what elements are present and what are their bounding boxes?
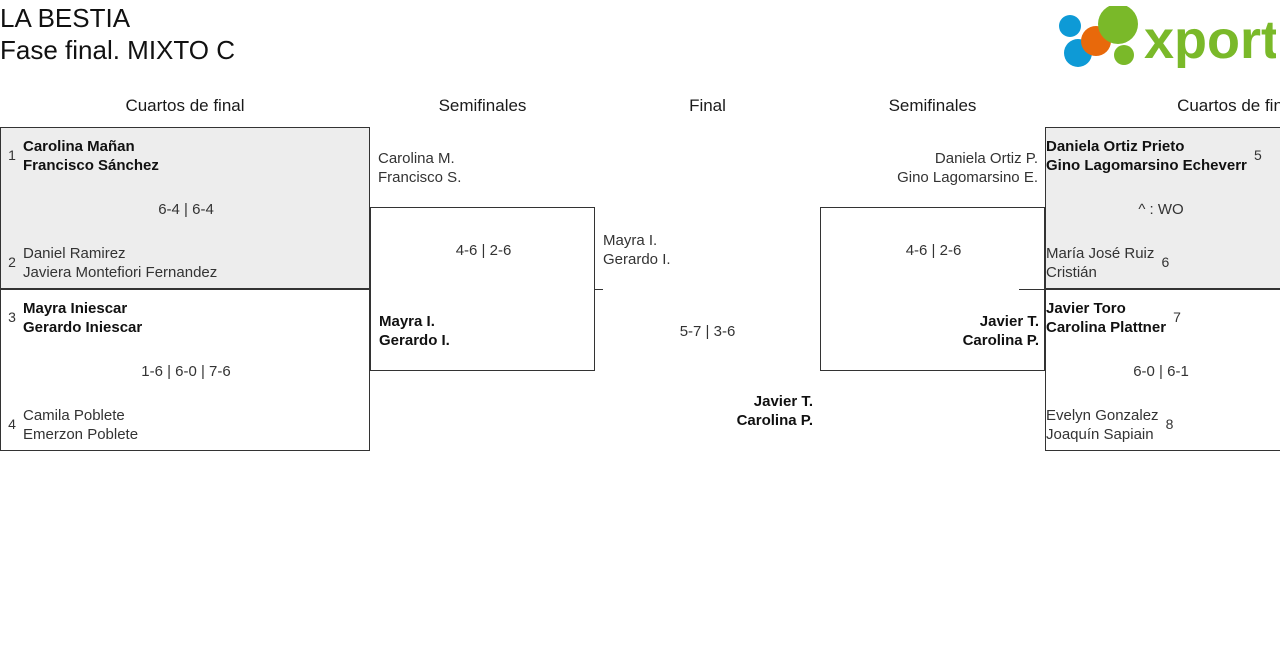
match-score: 6-4 | 6-4: [158, 201, 214, 218]
player-name: Emerzon Poblete: [23, 426, 139, 443]
match-box-qf-right-2[interactable]: 7 Javier Toro Carolina Plattner 6-0 | 6-…: [1045, 289, 1280, 451]
player-name: Gerardo Iniescar: [23, 319, 143, 336]
team-row[interactable]: 4 Camila Poblete Emerzon Poblete: [1, 406, 138, 444]
seed-number: 8: [1165, 416, 1174, 432]
match-score: 4-6 | 2-6: [905, 242, 962, 259]
player-name: Daniel Ramirez: [23, 245, 126, 262]
player-name: Carolina Plattner: [1046, 319, 1167, 336]
final-top-team-label: Mayra I. Gerardo I.: [603, 231, 671, 269]
match-score: 1-6 | 6-0 | 7-6: [141, 363, 231, 380]
seed-number: 1: [8, 147, 16, 163]
sf-left-top-team-label: Carolina M. Francisco S.: [378, 149, 461, 187]
team-names: Carolina Mañan Francisco Sánchez: [23, 137, 159, 175]
team-names: Daniela Ortiz Prieto Gino Lagomarsino Ec…: [1046, 137, 1247, 175]
team-names: Daniel Ramirez Javiera Montefiori Fernan…: [23, 244, 217, 282]
team-names: Mayra Iniescar Gerardo Iniescar: [23, 299, 142, 337]
player-name: Daniela Ortiz P.: [934, 150, 1038, 167]
round-header-quarterfinals-right: Cuartos de fin: [1177, 96, 1280, 115]
team-row[interactable]: 5 Daniela Ortiz Prieto Gino Lagomarsino …: [1046, 137, 1269, 175]
team-row[interactable]: 7 Javier Toro Carolina Plattner: [1046, 299, 1188, 337]
seed-number: 6: [1161, 254, 1170, 270]
tournament-name: LA BESTIA: [0, 3, 131, 33]
match-box-sf-left[interactable]: 4-6 | 2-6 Mayra I. Gerardo I.: [370, 207, 595, 371]
player-name: Carolina Mañan: [23, 138, 135, 155]
player-name: Joaquín Sapiain: [1046, 426, 1154, 443]
round-header-final: Final: [689, 96, 726, 115]
sf-left-bottom-team-label: Mayra I. Gerardo I.: [379, 312, 450, 350]
champion-label: Javier T. Carolina P.: [600, 392, 813, 430]
player-name: Carolina P.: [736, 412, 813, 429]
seed-number: 3: [8, 309, 16, 325]
team-row[interactable]: 8 Evelyn Gonzalez Joaquín Sapiain: [1046, 406, 1181, 444]
team-names: María José Ruiz Cristián: [1046, 244, 1154, 282]
sf-right-bottom-team-label: Javier T. Carolina P.: [821, 312, 1039, 350]
bracket-connector: [1019, 289, 1045, 290]
player-name: Camila Poblete: [23, 407, 125, 424]
player-name: Javier T.: [979, 313, 1039, 330]
logo-dots-icon: [1059, 6, 1138, 67]
sf-right-top-team-label: Daniela Ortiz P. Gino Lagomarsino E.: [820, 149, 1038, 187]
player-name: María José Ruiz: [1046, 245, 1155, 262]
player-name: Javier T.: [753, 393, 813, 410]
round-header-quarterfinals-left: Cuartos de final: [125, 96, 245, 115]
match-box-sf-right[interactable]: 4-6 | 2-6 Javier T. Carolina P.: [820, 207, 1045, 371]
player-name: Mayra I.: [379, 313, 435, 330]
match-box-qf-left-2[interactable]: 3 Mayra Iniescar Gerardo Iniescar 1-6 | …: [0, 289, 370, 451]
seed-number: 4: [8, 416, 16, 432]
player-name: Mayra Iniescar: [23, 300, 128, 317]
team-row[interactable]: 1 Carolina Mañan Francisco Sánchez: [1, 137, 159, 175]
match-box-qf-right-1[interactable]: 5 Daniela Ortiz Prieto Gino Lagomarsino …: [1045, 127, 1280, 289]
player-name: Mayra I.: [603, 232, 658, 249]
xporty-logo[interactable]: xporty: [1048, 6, 1276, 68]
player-name: Gerardo I.: [603, 251, 671, 268]
team-row[interactable]: 3 Mayra Iniescar Gerardo Iniescar: [1, 299, 142, 337]
seed-number: 2: [8, 254, 16, 270]
player-name: Francisco S.: [378, 169, 462, 186]
logo-wordmark: xporty: [1144, 10, 1276, 68]
player-name: Javier Toro: [1046, 300, 1126, 317]
match-score: 6-0 | 6-1: [1133, 363, 1189, 380]
seed-number: 5: [1253, 147, 1262, 163]
seed-number: 7: [1173, 309, 1181, 325]
team-names: Evelyn Gonzalez Joaquín Sapiain: [1046, 406, 1159, 444]
match-box-qf-left-1[interactable]: 1 Carolina Mañan Francisco Sánchez 6-4 |…: [0, 127, 370, 289]
round-header-semifinals-right: Semifinales: [888, 96, 977, 115]
bracket-connector: [595, 289, 603, 290]
match-score: 4-6 | 2-6: [455, 242, 512, 259]
tournament-phase: Fase final. MIXTO C: [0, 35, 236, 65]
player-name: Daniela Ortiz Prieto: [1046, 138, 1185, 155]
player-name: Cristián: [1046, 264, 1097, 281]
player-name: Carolina P.: [962, 332, 1039, 349]
page-title: LA BESTIA Fase final. MIXTO C: [0, 2, 235, 66]
team-row[interactable]: 2 Daniel Ramirez Javiera Montefiori Fern…: [1, 244, 217, 282]
player-name: Evelyn Gonzalez: [1046, 407, 1159, 424]
tournament-header: LA BESTIA Fase final. MIXTO C xporty: [0, 0, 1280, 88]
player-name: Gerardo I.: [379, 332, 450, 349]
player-name: Javiera Montefiori Fernandez: [23, 264, 218, 281]
team-row[interactable]: 6 María José Ruiz Cristián: [1046, 244, 1176, 282]
player-name: Gino Lagomarsino Echeverr: [1046, 157, 1247, 174]
round-header-semifinals-left: Semifinales: [438, 96, 527, 115]
player-name: Francisco Sánchez: [23, 157, 159, 174]
match-score: ^ : WO: [1138, 201, 1184, 218]
player-name: Carolina M.: [378, 150, 455, 167]
team-names: Camila Poblete Emerzon Poblete: [23, 406, 138, 444]
player-name: Gino Lagomarsino E.: [897, 169, 1038, 186]
team-names: Javier Toro Carolina Plattner: [1046, 299, 1166, 337]
final-score: 5-7 | 3-6: [679, 323, 736, 340]
